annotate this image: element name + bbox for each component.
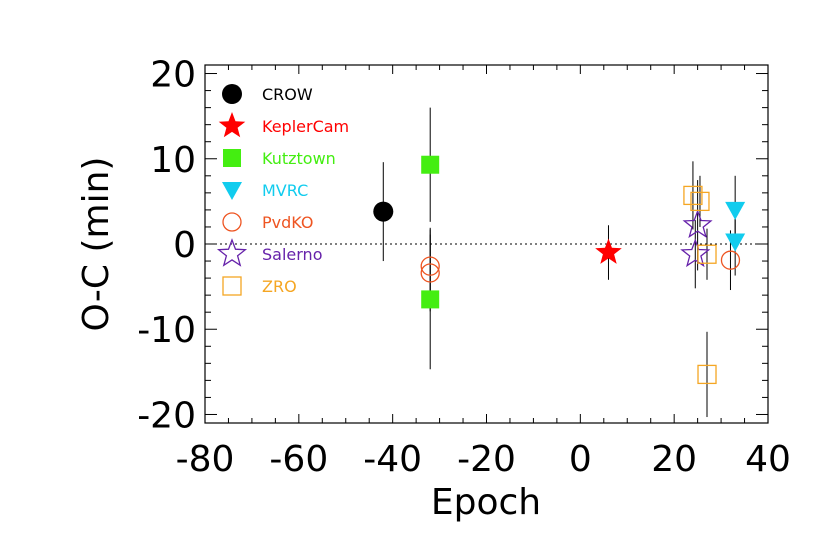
legend-keplercam-marker — [218, 112, 246, 138]
pvdko-point — [720, 250, 741, 270]
y-tick-label: -20 — [137, 395, 196, 436]
salerno-point — [680, 238, 711, 268]
data-markers — [373, 155, 746, 385]
keplercam-point — [595, 238, 622, 264]
x-tick-label: 40 — [745, 439, 791, 480]
zro-point — [697, 364, 717, 385]
x-tick-label: 0 — [569, 439, 592, 480]
zro-point — [683, 185, 703, 206]
y-tick-label: 0 — [173, 225, 196, 266]
pvdko-point — [420, 263, 440, 283]
salerno-point — [682, 209, 713, 239]
zro-point — [690, 191, 710, 212]
legend-zro-marker — [222, 276, 242, 296]
x-tick-label: -80 — [176, 439, 235, 480]
kutztown-point — [421, 155, 440, 174]
legend-kutztown-marker — [223, 149, 241, 167]
x-axis-title: Epoch — [431, 482, 541, 523]
axes: -80 -60 -40 -20 0 20 40 -20 -10 0 10 20 — [137, 55, 791, 480]
kutztown-point — [421, 290, 440, 309]
legend-mvrc-label: MVRC — [262, 181, 308, 200]
legend-crow-label: CROW — [262, 85, 313, 104]
legend-keplercam-label: KeplerCam — [262, 117, 349, 136]
legend-salerno-marker — [216, 238, 248, 267]
legend-mvrc-marker — [222, 182, 242, 200]
legend-salerno-label: Salerno — [262, 245, 322, 264]
x-tick-label: -20 — [457, 439, 516, 480]
pvdko-point — [420, 256, 440, 276]
x-tick-label: 20 — [651, 439, 697, 480]
y-tick-label: -10 — [137, 310, 196, 351]
legend-zro-label: ZRO — [262, 277, 297, 296]
crow-point — [373, 201, 394, 222]
y-axis-title: O-C (min) — [76, 157, 117, 332]
zro-point — [697, 244, 717, 264]
legend-crow-marker — [222, 84, 242, 104]
x-tick-label: -60 — [269, 439, 328, 480]
y-tick-label: 20 — [150, 55, 196, 96]
mvrc-point — [725, 233, 746, 252]
legend-pvdko-marker — [222, 212, 242, 232]
legend-pvdko-label: PvdKO — [262, 213, 313, 232]
error-bars — [382, 107, 736, 418]
legend-kutztown-label: Kutztown — [262, 149, 336, 168]
mvrc-point — [725, 201, 746, 220]
x-tick-label: -40 — [363, 439, 422, 480]
y-tick-label: 10 — [150, 140, 196, 181]
